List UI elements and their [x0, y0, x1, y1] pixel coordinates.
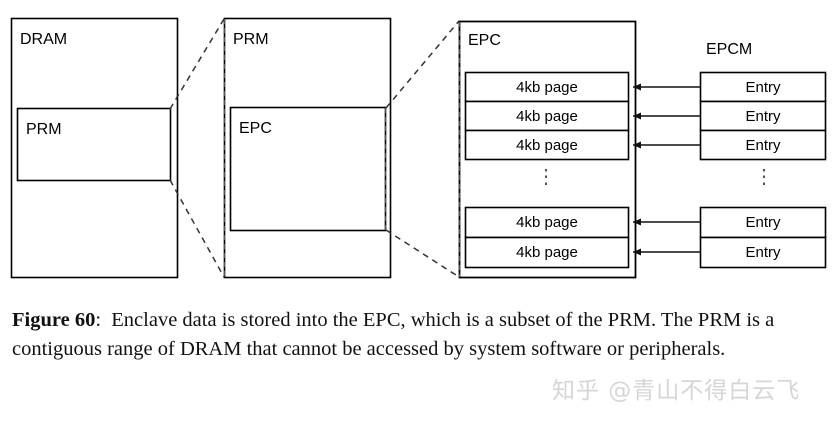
epc-page-label: 4kb page — [516, 108, 578, 125]
figure-caption-text: Enclave data is stored into the EPC, whi… — [12, 309, 775, 360]
prm-inner-epc-box — [229, 106, 387, 232]
prm-label: PRM — [233, 31, 269, 48]
epc-page-row — [464, 100, 630, 132]
prm-inner-epc-label: EPC — [239, 120, 272, 137]
figure-caption-separator: : — [95, 309, 102, 331]
epc-vertical-ellipsis-icon: ⋮ — [536, 166, 556, 188]
epc-page-row — [464, 129, 630, 161]
epc-page-label: 4kb page — [516, 244, 578, 261]
epcm-entry-row — [699, 129, 827, 161]
epcm-vertical-ellipsis-icon: ⋮ — [754, 166, 774, 188]
epcm-entry-label: Entry — [745, 244, 781, 261]
figure-number: Figure 60 — [12, 309, 96, 331]
epc-page-row — [464, 236, 630, 269]
connector-dashed-epc-top — [385, 20, 460, 109]
epcm-entry-label: Entry — [745, 79, 781, 96]
figure-diagram: DRAM PRM PRM EPC EPC EPCM 4kb page 4kb p… — [10, 17, 827, 279]
epc-detail-label: EPC — [468, 32, 501, 49]
epcm-label: EPCM — [706, 41, 753, 58]
connector-dashed-epc-bottom — [385, 229, 460, 278]
epc-page-row — [464, 206, 630, 239]
epc-page-label: 4kb page — [516, 137, 578, 154]
epcm-entry-label: Entry — [745, 214, 781, 231]
connector-dashed-prm-bottom — [169, 179, 225, 278]
diagram-canvas — [10, 17, 827, 279]
dram-inner-prm-box — [16, 107, 172, 182]
epc-page-row — [464, 71, 630, 103]
zhihu-watermark: 知乎 @青山不得白云飞 — [552, 378, 801, 404]
figure-caption: Figure 60: Enclave data is stored into t… — [12, 306, 824, 364]
epc-page-label: 4kb page — [516, 79, 578, 96]
epcm-entry-row — [699, 236, 827, 269]
epcm-entry-label: Entry — [745, 137, 781, 154]
dram-inner-prm-label: PRM — [26, 121, 62, 138]
dram-label: DRAM — [20, 31, 68, 48]
epcm-entry-row — [699, 71, 827, 103]
epcm-entry-label: Entry — [745, 108, 781, 125]
epcm-entry-row — [699, 100, 827, 132]
epc-page-label: 4kb page — [516, 214, 578, 231]
